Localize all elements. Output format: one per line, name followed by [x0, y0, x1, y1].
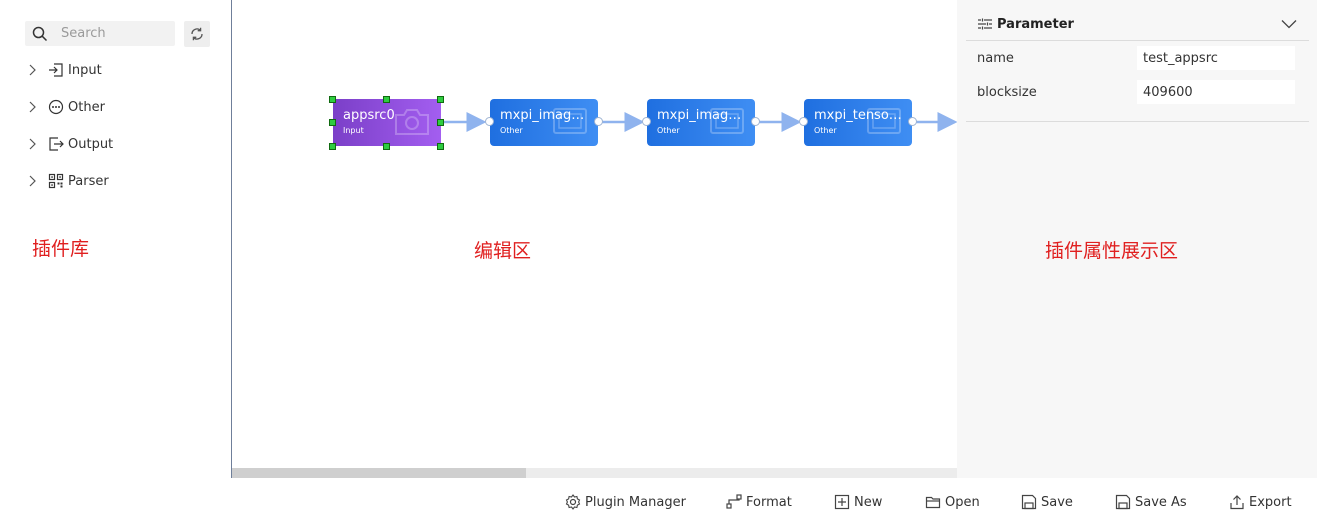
open-button[interactable]: Open	[925, 492, 980, 512]
plugin-manager-button[interactable]: Plugin Manager	[565, 492, 686, 512]
divider	[966, 121, 1309, 122]
search-icon	[32, 26, 48, 42]
category-label: Input	[68, 62, 102, 78]
chevron-right-icon	[29, 138, 36, 150]
save-icon	[1021, 494, 1037, 510]
pipeline-node-appsrc0[interactable]: appsrc0 Input	[333, 99, 441, 146]
toolbar-label: Export	[1249, 494, 1292, 510]
output-port[interactable]	[594, 117, 603, 126]
pipeline-node-imagedecoder[interactable]: mxpi_imagedecoder0 Other	[485, 99, 603, 146]
image-icon	[867, 108, 901, 134]
selection-handle[interactable]	[383, 96, 390, 103]
editor-annotation: 编辑区	[474, 240, 532, 262]
input-port[interactable]	[642, 117, 651, 126]
bottom-toolbar: Plugin Manager Format New Open Save	[0, 478, 1317, 522]
parameter-annotation: 插件属性展示区	[1045, 240, 1179, 262]
pipeline-node-tensorinfer[interactable]: mxpi_tensorinfer0 Other	[799, 99, 917, 146]
toolbar-label: Plugin Manager	[585, 494, 686, 510]
category-other[interactable]: Other	[26, 96, 105, 118]
plugin-library-panel: Input Other Output Parser 插件库	[0, 0, 231, 478]
save-as-icon	[1115, 494, 1131, 510]
settings-sliders-icon	[978, 18, 992, 30]
export-button[interactable]: Export	[1229, 492, 1292, 512]
chevron-down-icon[interactable]	[1281, 19, 1297, 29]
folder-icon	[925, 496, 941, 509]
search-box[interactable]	[25, 21, 175, 46]
scrollbar-thumb[interactable]	[232, 468, 526, 478]
chevron-right-icon	[29, 101, 36, 113]
image-icon	[710, 108, 744, 134]
param-blocksize-input[interactable]	[1137, 80, 1295, 104]
category-label: Output	[68, 136, 114, 152]
editor-canvas[interactable]: appsrc0 Input mxpi_imagedecoder0 Other m…	[231, 0, 957, 478]
parameter-panel: Parameter name blocksize 插件属性展示区	[957, 0, 1317, 478]
save-as-button[interactable]: Save As	[1115, 492, 1187, 512]
pipeline-node-imageresize[interactable]: mxpi_imageresize0 Other	[642, 99, 760, 146]
output-port[interactable]	[751, 117, 760, 126]
selection-handle[interactable]	[329, 143, 336, 150]
param-key: name	[977, 51, 1014, 66]
node-type: Input	[343, 126, 364, 135]
output-port[interactable]	[908, 117, 917, 126]
category-parser[interactable]: Parser	[26, 170, 109, 192]
more-circle-icon	[48, 99, 64, 115]
selection-handle[interactable]	[437, 143, 444, 150]
category-input[interactable]: Input	[26, 59, 102, 81]
horizontal-scrollbar[interactable]	[232, 468, 957, 478]
parameter-title: Parameter	[997, 17, 1074, 32]
input-port[interactable]	[799, 117, 808, 126]
chevron-right-icon	[29, 64, 36, 76]
param-name-input[interactable]	[1137, 46, 1295, 70]
toolbar-label: Format	[746, 494, 792, 510]
chevron-right-icon	[29, 175, 36, 187]
category-label: Parser	[68, 173, 109, 189]
selection-handle[interactable]	[329, 96, 336, 103]
node-title: appsrc0	[343, 108, 395, 123]
node-type: Other	[657, 126, 680, 135]
pipeline-links	[441, 112, 957, 132]
selection-handle[interactable]	[329, 119, 336, 126]
camera-icon	[395, 109, 429, 135]
add-box-icon	[834, 494, 850, 510]
node-title: mxpi_imageresize0	[657, 108, 749, 123]
selection-handle[interactable]	[437, 119, 444, 126]
export-icon	[1230, 495, 1244, 510]
save-button[interactable]: Save	[1021, 492, 1073, 512]
node-title: mxpi_imagedecoder0	[500, 108, 592, 123]
category-output[interactable]: Output	[26, 133, 113, 155]
new-button[interactable]: New	[834, 492, 882, 512]
format-icon	[726, 494, 742, 509]
category-label: Other	[68, 99, 105, 115]
toolbar-label: New	[854, 494, 883, 510]
parameter-header[interactable]: Parameter	[966, 8, 1309, 41]
search-input[interactable]	[61, 24, 169, 43]
plugin-library-annotation: 插件库	[32, 238, 90, 260]
toolbar-label: Save As	[1135, 494, 1187, 510]
selection-handle[interactable]	[437, 96, 444, 103]
param-row-name: name	[966, 41, 1309, 75]
format-button[interactable]: Format	[726, 492, 792, 512]
gear-icon	[565, 494, 581, 510]
node-type: Other	[500, 126, 523, 135]
node-title: mxpi_tensorinfer0	[814, 108, 906, 123]
qr-code-icon	[48, 173, 64, 189]
param-row-blocksize: blocksize	[966, 75, 1309, 109]
toolbar-label: Save	[1041, 494, 1073, 510]
selection-handle[interactable]	[383, 143, 390, 150]
image-icon	[553, 108, 587, 134]
param-key: blocksize	[977, 85, 1037, 100]
refresh-button[interactable]	[184, 21, 210, 47]
input-port[interactable]	[485, 117, 494, 126]
toolbar-label: Open	[945, 494, 980, 510]
input-icon	[49, 63, 63, 77]
refresh-icon	[191, 27, 203, 41]
node-type: Other	[814, 126, 837, 135]
output-icon	[49, 137, 64, 151]
